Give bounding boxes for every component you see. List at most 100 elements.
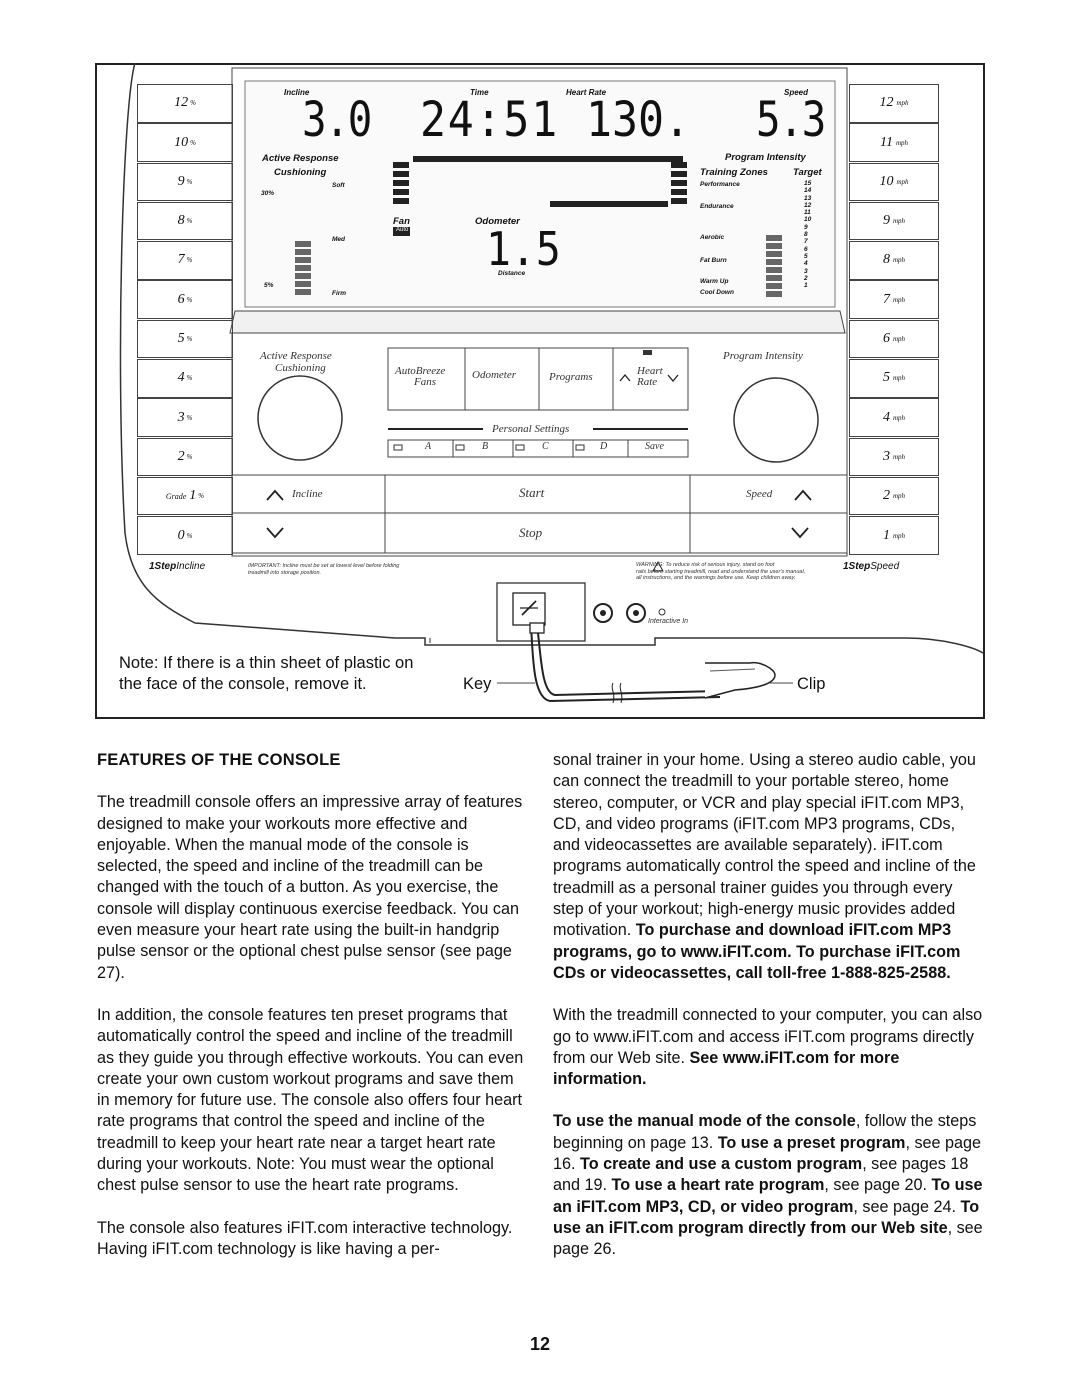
incline-key[interactable]: 3% — [137, 398, 233, 437]
cushion-5-label: 5% — [264, 282, 274, 289]
save-button[interactable]: Save — [645, 441, 664, 452]
incline-key[interactable]: 10% — [137, 123, 233, 162]
incline-key-label: 12 — [174, 95, 189, 111]
segment-bar-mid — [550, 201, 668, 207]
autobreeze-label-2[interactable]: Fans — [414, 376, 436, 388]
speed-key-label: 9 — [882, 213, 890, 229]
incline-key-unit: % — [186, 295, 193, 304]
start-button[interactable]: Start — [519, 485, 545, 500]
incline-key-label: 4 — [177, 370, 185, 386]
left-column: FEATURES OF THE CONSOLE The treadmill co… — [97, 750, 529, 1281]
target-number: 12 — [804, 201, 812, 209]
incline-key-unit: % — [190, 138, 196, 147]
target-number: 6 — [804, 245, 808, 253]
autobreeze-label-1[interactable]: AutoBreeze — [395, 365, 446, 377]
programs-button[interactable]: Programs — [549, 371, 593, 383]
heart-rate-label-1[interactable]: Heart — [637, 365, 663, 377]
speed-key-unit: mph — [892, 256, 906, 265]
speed-key-label: 12 — [879, 95, 894, 111]
incline-key[interactable]: 2% — [137, 437, 233, 477]
zone-endurance: Endurance — [700, 203, 734, 210]
speed-key-unit: mph — [892, 335, 906, 344]
speed-key-unit: mph — [892, 217, 906, 226]
heart-rate-label-2[interactable]: Rate — [637, 376, 658, 388]
cushioning-knob-label-2: Cushioning — [275, 362, 326, 374]
heart-rate-value: 130. — [586, 92, 691, 148]
onestep-speed-label: 1StepSpeed — [843, 561, 900, 572]
incline-key[interactable]: 9% — [137, 162, 233, 202]
speed-key-unit: mph — [892, 374, 906, 383]
speed-up-icon[interactable] — [794, 489, 812, 501]
setting-b-button[interactable]: B — [482, 441, 489, 452]
plastic-sheet-note: Note: If there is a thin sheet of plasti… — [119, 654, 414, 693]
incline-key-unit: % — [186, 217, 193, 226]
incline-key[interactable]: 6% — [137, 280, 233, 319]
incline-key-label: 6 — [177, 291, 185, 307]
incline-key[interactable]: 5% — [137, 319, 233, 359]
incline-key-unit: % — [186, 256, 193, 265]
zone-fat-burn: Fat Burn — [700, 257, 727, 264]
program-intensity-knob-label: Program Intensity — [723, 350, 803, 362]
fan-auto-label: Auto — [396, 227, 409, 233]
personal-settings-label: Personal Settings — [492, 423, 570, 435]
incline-up-icon[interactable] — [266, 489, 284, 501]
setting-a-button[interactable]: A — [425, 441, 432, 452]
cushioning-knob[interactable] — [257, 375, 343, 461]
lcd-program-intensity: Program Intensity — [725, 152, 806, 163]
target-number: 4 — [804, 260, 808, 268]
incline-key-unit: % — [186, 413, 193, 422]
target-number: 7 — [804, 238, 808, 246]
speed-key-unit: mph — [892, 531, 906, 540]
cushion-med-label: Med — [332, 236, 345, 243]
cushion-soft-label: Soft — [332, 182, 345, 189]
incline-button-label[interactable]: Incline — [292, 488, 323, 500]
key-receptacle — [496, 582, 586, 642]
incline-key[interactable]: 0% — [137, 516, 233, 555]
incline-key-label: 10 — [174, 134, 189, 150]
lcd-incline-label: Incline — [284, 88, 310, 97]
incline-key[interactable]: 7% — [137, 241, 233, 280]
left-paragraph-1: The treadmill console offers an impressi… — [97, 793, 523, 982]
page-number: 12 — [529, 1334, 551, 1354]
fan-label: Fan — [393, 216, 410, 227]
odometer-label: Odometer — [475, 216, 520, 227]
incline-key[interactable]: 8% — [137, 201, 233, 241]
right-column: sonal trainer in your home. Using a ster… — [553, 750, 985, 1282]
incline-key-unit: % — [198, 492, 205, 501]
incline-key[interactable]: 12% — [137, 84, 233, 123]
incline-down-icon[interactable] — [266, 527, 284, 539]
program-intensity-knob[interactable] — [733, 377, 819, 463]
left-paragraph-2: In addition, the console features ten pr… — [97, 1005, 524, 1195]
lcd-heart-rate-label: Heart Rate — [566, 88, 607, 97]
speed-key-label: 11 — [879, 134, 893, 150]
target-number: 8 — [804, 231, 808, 239]
incline-key-label: 1 — [189, 488, 197, 504]
stop-button[interactable]: Stop — [519, 525, 543, 540]
zone-cool-down: Cool Down — [700, 289, 734, 296]
setting-c-button[interactable]: C — [542, 441, 549, 452]
setting-d-button[interactable]: D — [600, 441, 608, 452]
cushioning-knob-label-1: Active Response — [260, 350, 332, 362]
speed-key-label: 5 — [882, 370, 890, 386]
incline-key[interactable]: 4% — [137, 359, 233, 398]
cushion-firm-label: Firm — [332, 290, 347, 297]
speed-button-label[interactable]: Speed — [746, 488, 773, 500]
speed-key-unit: mph — [892, 413, 906, 422]
segment-bar-top — [413, 156, 683, 162]
speed-down-icon[interactable] — [791, 527, 809, 539]
odometer-button[interactable]: Odometer — [472, 369, 516, 381]
warning-notice: WARNING: To reduce risk of serious injur… — [636, 562, 806, 581]
